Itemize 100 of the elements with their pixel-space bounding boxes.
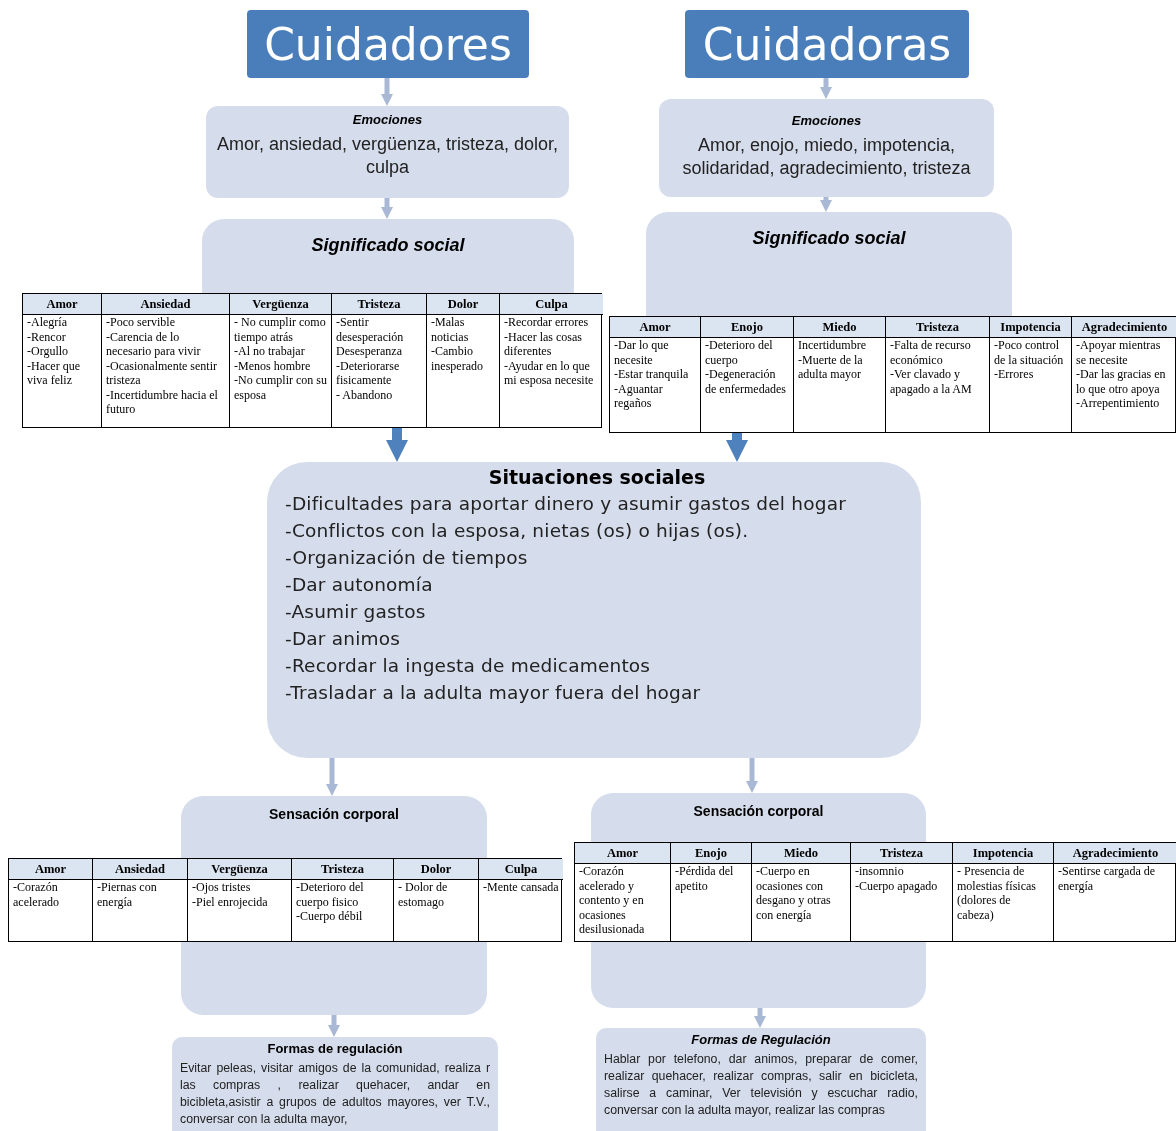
cell-text: -Ocasionalmente sentir tristeza [105, 358, 218, 388]
cell-text: -Piernas con energía [96, 880, 158, 909]
column-header: Tristeza [292, 859, 393, 880]
table-column [478, 859, 563, 941]
table-column [291, 859, 393, 941]
section-tab [202, 219, 574, 293]
title-text: Cuidadoras [702, 18, 952, 70]
cell-text: -Corazón acelerado y contento y en ocasiones desilusionada [578, 864, 646, 937]
data-table [22, 293, 602, 428]
column-header: Impotencia [990, 317, 1071, 338]
arrow [326, 758, 338, 796]
arrow [820, 78, 832, 99]
column-header: Enojo [701, 317, 793, 338]
column-header: Amor [9, 859, 92, 880]
cell-text: -Pérdida del apetito [674, 864, 735, 893]
table-column [952, 843, 1053, 941]
cell-text: -Recordar errores [503, 315, 590, 330]
situations-panel [267, 462, 921, 758]
tab-label: Significado social [752, 228, 906, 249]
cell-text: -Poco servible [105, 315, 176, 330]
cell-text: -Piel enrojecida [191, 894, 269, 909]
cell-text: -Deterioro del cuerpo [704, 338, 774, 367]
regulation-card [172, 1037, 498, 1131]
cell-text: - Abandono [335, 387, 394, 402]
cell-text: -Errores [993, 367, 1035, 382]
table-column [101, 294, 229, 427]
cell-text: -No cumplir con su esposa [233, 373, 328, 402]
column-header: Vergüenza [188, 859, 291, 880]
cell-text: -Falta de recurso económico [889, 338, 972, 367]
column-header: Amor [23, 294, 101, 315]
cell-text: -Cuerpo en ocasiones con desgano y otras con energía [755, 864, 832, 922]
cell-text: -Rencor [26, 329, 67, 344]
card-text: Evitar peleas, visitar amigos de la comunidad, realiza r las compras , realizar quehacer, andar en bicibleta,asistir a grupos de adultos mayores, ver T.V., conversar con la adulta mayor, [180, 1060, 490, 1128]
column-header: Dolor [394, 859, 478, 880]
cell-text: -Ojos tristes [191, 880, 252, 895]
cell-text: -Corazón acelerado [12, 880, 60, 909]
cell-text: -Estar tranquila [613, 367, 690, 382]
column-header: Amor [575, 843, 670, 864]
cell-text: -Aguantar regaños [613, 381, 664, 411]
cell-text: -Al no trabajar [233, 344, 306, 359]
card-text: Amor, enojo, miedo, impotencia, solidaridad, agradecimiento, tristeza [681, 134, 972, 180]
table-column [885, 317, 989, 432]
table-column [989, 317, 1071, 432]
tab-label: Sensación corporal [693, 803, 824, 819]
cell-text: - Dolor de estomago [397, 880, 449, 909]
table-column [229, 294, 331, 427]
column-header: Miedo [752, 843, 850, 864]
table-column [700, 317, 793, 432]
table-column [1071, 317, 1176, 432]
arrow [328, 1015, 340, 1037]
column-header: Culpa [500, 294, 603, 315]
column-header: Vergüenza [230, 294, 331, 315]
section-tab [181, 942, 487, 1015]
section-tab [646, 212, 1012, 316]
cell-text: Incertidumbre [797, 338, 867, 353]
arrow [386, 428, 408, 462]
arrow [726, 433, 748, 462]
column-header: Culpa [479, 859, 563, 880]
table-column [92, 859, 187, 941]
column-header: Dolor [427, 294, 499, 315]
cell-text: -Apoyar mientras se necesite [1075, 338, 1162, 367]
cell-text: -Cambio inesperado [430, 344, 484, 373]
list-item: -Trasladar a la adulta mayor fuera del hogar [285, 681, 702, 705]
cell-text: -Menos hombre [233, 358, 312, 373]
column-header: Tristeza [886, 317, 989, 338]
list-item: -Conflictos con la esposa, nietas (os) o hijas (os). [285, 519, 750, 543]
cell-text: -Muerte de la adulta mayor [797, 352, 864, 382]
column-header: Ansiedad [102, 294, 229, 315]
cell-text: -Alegría [26, 315, 68, 330]
cell-text: Desesperanza [335, 344, 403, 359]
table-column [331, 294, 426, 427]
arrow [820, 197, 832, 212]
cell-text: -Ver clavado y apagado a la AM [889, 367, 973, 396]
column-header: Enojo [671, 843, 751, 864]
cell-text: -Incertidumbre hacia el futuro [105, 387, 219, 417]
cell-text: -Orgullo [26, 344, 70, 359]
emotion-card [206, 106, 569, 198]
column-header: Tristeza [332, 294, 426, 315]
table-column [499, 294, 603, 427]
cell-text: -Poco control de la situación [993, 338, 1065, 367]
cell-text: -Deterioro del cuerpo fisico [295, 880, 365, 909]
list-item: -Dar animos [285, 627, 402, 651]
cell-text: -Sentirse cargada de energía [1057, 864, 1157, 893]
cell-text: -Dar lo que necesite [613, 338, 670, 367]
arrow [746, 758, 758, 793]
table-column [751, 843, 850, 941]
data-table [609, 316, 1176, 433]
card-heading: Formas de Regulación [690, 1032, 832, 1047]
column-header: Impotencia [953, 843, 1053, 864]
data-table [574, 842, 1176, 942]
card-heading: Emociones [351, 112, 424, 127]
tab-label: Sensación corporal [269, 806, 399, 822]
regulation-card [596, 1028, 926, 1131]
column-header: Tristeza [851, 843, 952, 864]
arrow [381, 78, 393, 106]
table-column [793, 317, 885, 432]
emotion-card [659, 99, 994, 197]
title-banner [685, 10, 969, 78]
table-column [187, 859, 291, 941]
cell-text: -Carencia de lo necesario para vivir [105, 329, 202, 359]
